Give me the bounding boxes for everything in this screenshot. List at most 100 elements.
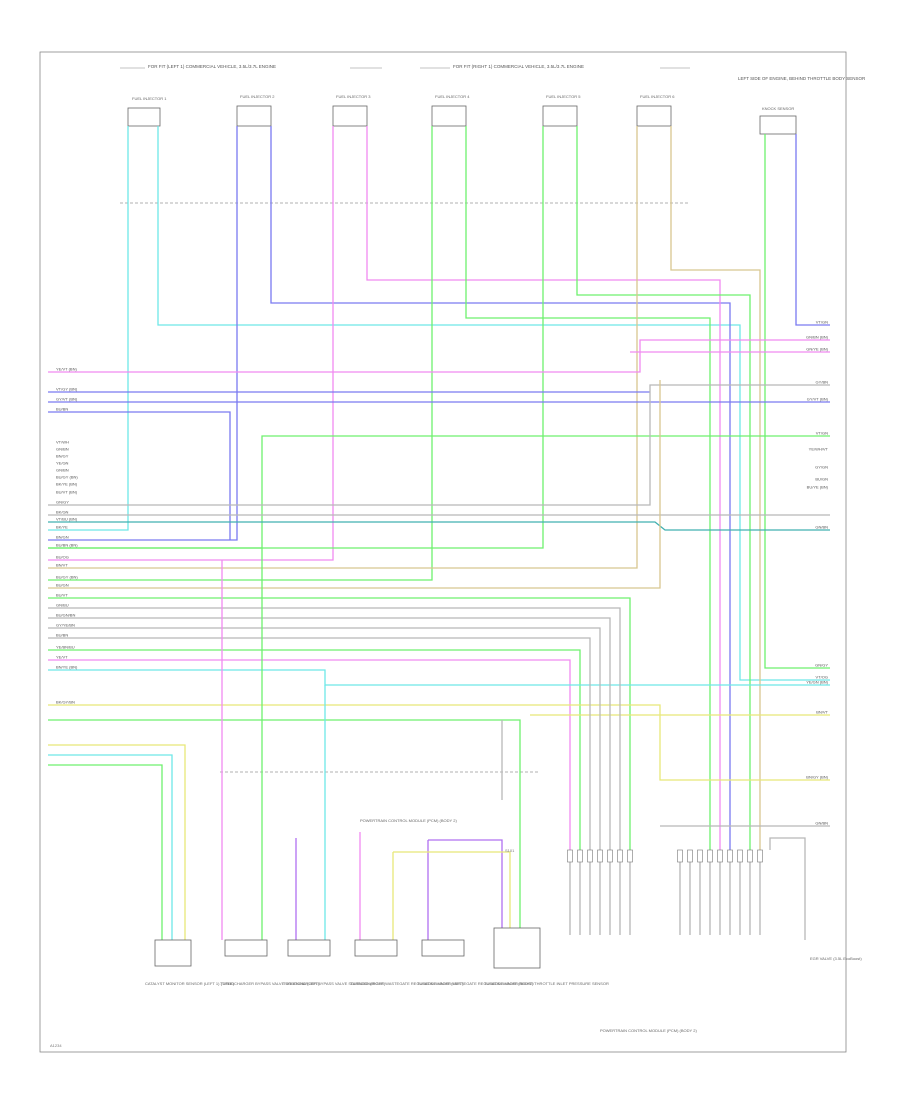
pcm-pin bbox=[597, 849, 603, 863]
wire-bus-gray-4 bbox=[48, 617, 611, 850]
injector-3-box bbox=[332, 105, 368, 127]
wire-blue-b bbox=[270, 126, 731, 850]
pcm-pin bbox=[707, 849, 713, 863]
right-wire-label: GN/BN bbox=[815, 525, 828, 530]
wastegate-left-label: TURBOCHARGER WASTEGATE REGULATING VALVE … bbox=[350, 981, 464, 986]
wire-bus-tan bbox=[48, 380, 661, 589]
left-wire-label: BU/GN bbox=[56, 583, 69, 588]
boost-sensor-label: TURBOCHARGER BOOST/THROTTLE INLET PRESSU… bbox=[484, 981, 609, 986]
left-wire-label: YE/GN bbox=[56, 461, 69, 466]
right-wire-label: GN/GY bbox=[815, 663, 828, 668]
bypass-right-label: TURBOCHARGER BYPASS VALVE SOLENOID (RIGH… bbox=[283, 981, 386, 986]
boost-sensor-box bbox=[493, 927, 541, 969]
bypass-right-box bbox=[287, 939, 331, 957]
right-wire-label: GY/VT (BN) bbox=[807, 397, 829, 402]
wire-green-d bbox=[576, 126, 751, 850]
left-wire-label: BU/BN (BN) bbox=[56, 543, 78, 548]
right-wire-label: BU/GN bbox=[815, 477, 828, 482]
wire-knock-blue bbox=[795, 134, 830, 326]
pcm-pin bbox=[687, 849, 693, 863]
bypass-left-label: TURBOCHARGER BYPASS VALVE SOLENOID (LEFT… bbox=[220, 981, 320, 986]
egr-side-label: EGR VALVE (3.5L EcoBoost) bbox=[810, 956, 862, 961]
injector-4-box bbox=[431, 105, 467, 127]
pcm-pin bbox=[697, 849, 703, 863]
left-wire-label: BN/GN bbox=[56, 535, 69, 540]
wire-egr-gray bbox=[769, 837, 806, 940]
wire-tan-a bbox=[48, 126, 638, 569]
wastegate-right-label: TURBOCHARGER WASTEGATE REGULATING VALVE … bbox=[417, 981, 534, 986]
wire-low-yellow bbox=[48, 744, 186, 940]
bottom-note: POWERTRAIN CONTROL MODULE (PCM) (BODY 2) bbox=[360, 818, 457, 823]
injector-6-box bbox=[636, 105, 672, 127]
left-wire-label: GN/BN bbox=[56, 447, 69, 452]
bypass-left-box bbox=[224, 939, 268, 957]
pcm-pin bbox=[757, 849, 763, 863]
wire-bus-gray-3 bbox=[48, 607, 621, 850]
left-wire-label: VT/BU (BN) bbox=[56, 517, 78, 522]
left-wire-labels: YE/VT (BN)VT/GY (BN)GY/VT (BN)BU/BNVT/WH… bbox=[56, 367, 78, 705]
injector-6-label: FUEL INJECTOR 6 bbox=[640, 94, 675, 99]
left-wire-label: GN/GY bbox=[56, 500, 69, 505]
left-wire-label: BU/BN bbox=[56, 633, 68, 638]
right-wire-label: GN/YE (BN) bbox=[806, 347, 828, 352]
injector-5-box bbox=[542, 105, 578, 127]
injector-5-label: FUEL INJECTOR 5 bbox=[546, 94, 581, 99]
left-wire-label: BU/VT (BN) bbox=[56, 490, 78, 495]
wire-green-a bbox=[48, 126, 433, 581]
bottom-components: CATALYST MONITOR SENSOR (LEFT 1) (TITLE)… bbox=[145, 927, 609, 986]
left-wire-label: BU/GN/BN bbox=[56, 613, 75, 618]
wire-blue-a bbox=[48, 126, 238, 541]
right-wire-label: BN/VT bbox=[816, 710, 828, 715]
left-wire-label: YE/BN/BU bbox=[56, 645, 75, 650]
header-left-text: FOR FIT (LEFT 1) COMMERCIAL VEHICLE, 3.5… bbox=[148, 64, 276, 69]
pcm-pin bbox=[737, 849, 743, 863]
right-wire-label: VT/OG bbox=[816, 675, 828, 680]
right-wire-label: GY/BN bbox=[816, 380, 829, 385]
left-wire-label: BN/GY bbox=[56, 454, 69, 459]
wire-bus-yellow-1 bbox=[48, 704, 830, 781]
wires bbox=[48, 126, 830, 940]
pcm-pin bbox=[567, 849, 573, 863]
left-wire-label: BU/VT bbox=[56, 593, 68, 598]
left-wire-label: GN/BU bbox=[56, 603, 69, 608]
left-wire-label: GY/YE/BN bbox=[56, 623, 75, 628]
wire-bus-green-4 bbox=[48, 719, 521, 940]
wire-bus-magenta-1 bbox=[48, 339, 830, 373]
injector-4-label: FUEL INJECTOR 4 bbox=[435, 94, 470, 99]
right-wire-label: BU/YE (BN) bbox=[807, 485, 829, 490]
pcm-label: POWERTRAIN CONTROL MODULE (PCM) (BODY 2) bbox=[600, 1028, 697, 1033]
wire-low-yellow-3 bbox=[393, 851, 511, 940]
knock-sensor-label: KNOCK SENSOR bbox=[762, 106, 794, 111]
left-wire-label: BU/OG bbox=[56, 555, 69, 560]
left-wire-label: BK/YE (BN) bbox=[56, 482, 78, 487]
wire-tan-b bbox=[670, 126, 761, 850]
wastegate-left-box bbox=[354, 939, 398, 957]
wire-cyan-b bbox=[157, 126, 830, 681]
wire-green-c bbox=[48, 126, 544, 549]
wire-bus-blue-3 bbox=[48, 411, 231, 540]
left-wire-label: BK/GY/BN bbox=[56, 700, 75, 705]
wastegate-right-box bbox=[421, 939, 465, 957]
splice-label: S101 bbox=[505, 848, 515, 853]
right-wire-label: GN/BN bbox=[815, 821, 828, 826]
right-wire-label: VT/GN bbox=[816, 431, 828, 436]
left-wire-label: BU/BN bbox=[56, 407, 68, 412]
wire-bus-green-3 bbox=[48, 597, 631, 850]
wire-low-cyan bbox=[48, 754, 173, 940]
injector-2-label: FUEL INJECTOR 2 bbox=[240, 94, 275, 99]
pcm-pin bbox=[727, 849, 733, 863]
left-wire-label: GN/BN bbox=[56, 468, 69, 473]
pcm-pin bbox=[747, 849, 753, 863]
pcm-pin bbox=[607, 849, 613, 863]
pcm-pin bbox=[627, 849, 633, 863]
wire-cyan-a bbox=[48, 126, 129, 531]
left-wire-label: YE/VT (BN) bbox=[56, 367, 77, 372]
pcm-pin bbox=[717, 849, 723, 863]
left-wire-label: VT/GY (BN) bbox=[56, 387, 78, 392]
wire-bus-green-1 bbox=[48, 435, 830, 549]
pcm-connector-pins bbox=[567, 849, 763, 935]
wire-bus-gray-5 bbox=[48, 627, 601, 850]
wire-bus-gray-1 bbox=[48, 384, 830, 506]
